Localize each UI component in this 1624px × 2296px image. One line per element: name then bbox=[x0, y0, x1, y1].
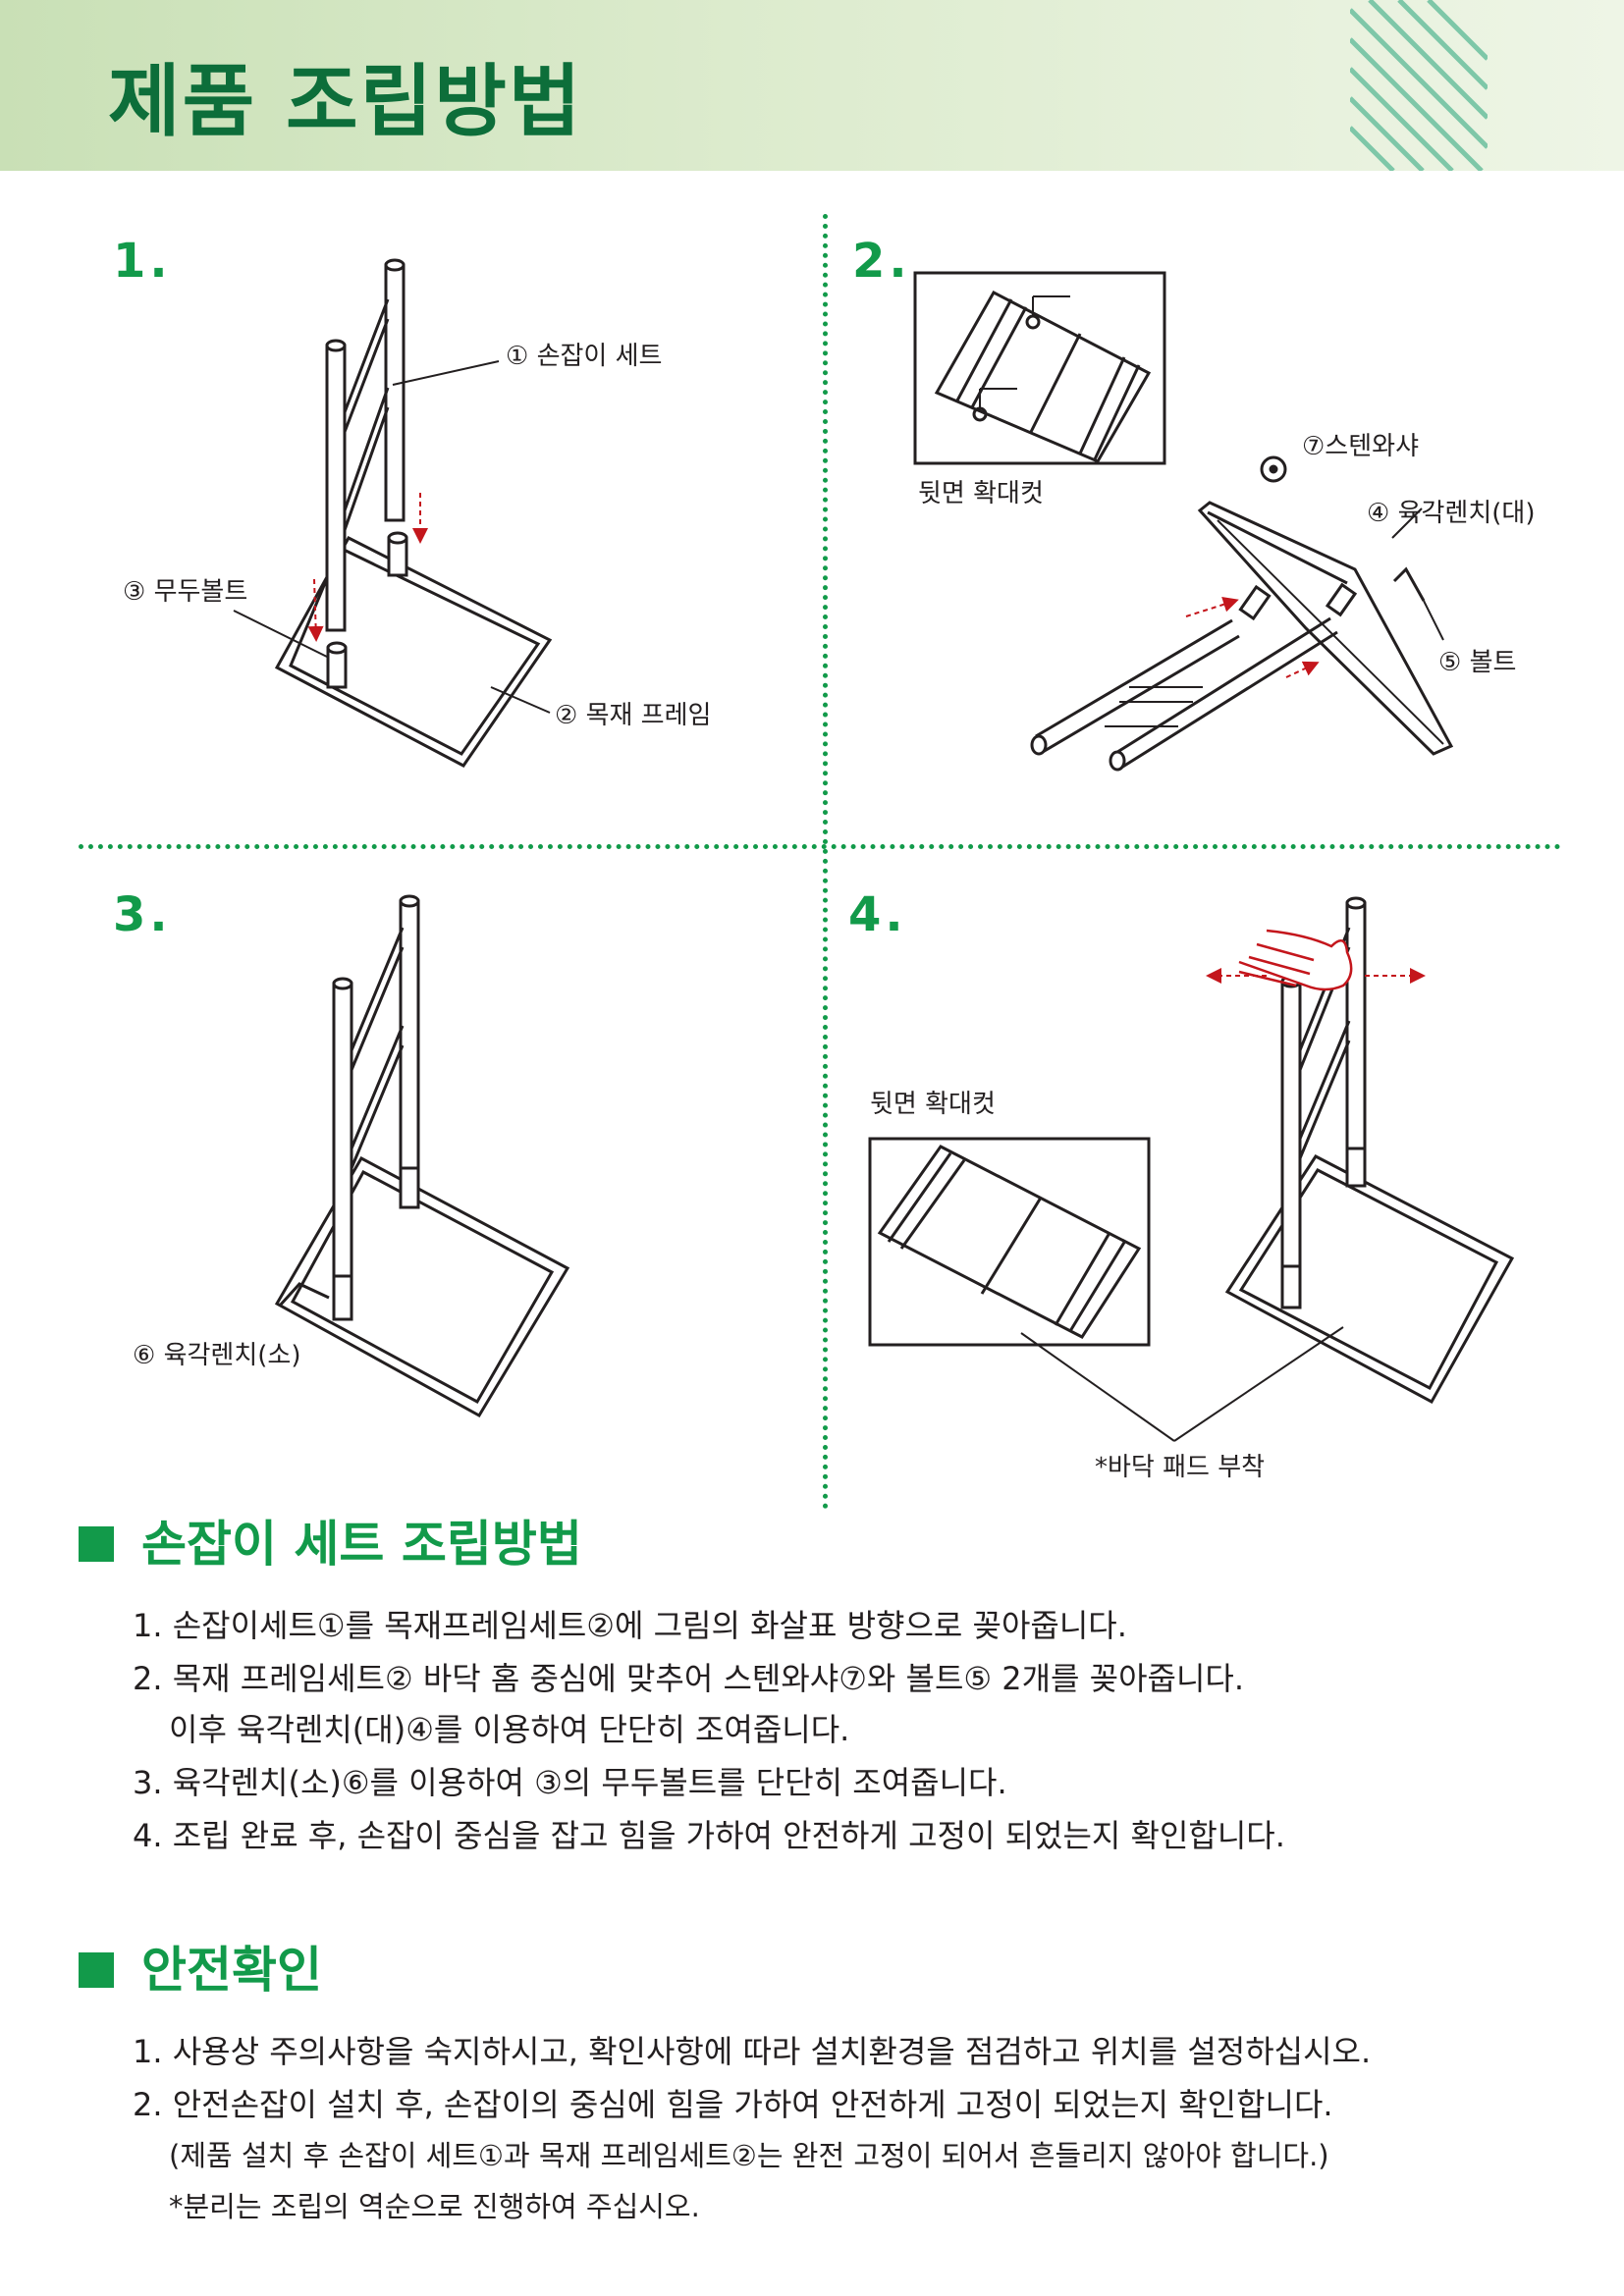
assembly-illustrations bbox=[233, 258, 1515, 1442]
large-wrench-label: ④ 육각렌치(대) bbox=[1367, 499, 1536, 528]
step-4-number: 4. bbox=[848, 887, 907, 942]
headless-bolt-label: ③ 무두볼트 bbox=[123, 577, 248, 607]
assembly-line-3: 이후 육각렌치(대)④를 이용하여 단단히 조여줍니다. bbox=[169, 1711, 850, 1748]
bullet-square-icon bbox=[79, 1952, 114, 1988]
assembly-line-1: 1. 손잡이세트①를 목재프레임세트②에 그림의 화살표 방향으로 꽂아줍니다. bbox=[133, 1607, 1127, 1644]
step-1-illustration bbox=[233, 258, 553, 768]
diagonal-stripes-decoration bbox=[1350, 0, 1488, 171]
hand-icon bbox=[1238, 929, 1353, 991]
safety-heading: 안전확인 bbox=[141, 1942, 322, 1999]
step-2-back-zoom-label: 뒷면 확대컷 bbox=[918, 479, 1044, 508]
safety-line-2: 2. 안전손잡이 설치 후, 손잡이의 중심에 힘을 가하여 안전하게 고정이 … bbox=[133, 2086, 1333, 2123]
step-4-illustration bbox=[868, 896, 1515, 1442]
step-3-illustration bbox=[274, 894, 570, 1418]
wood-frame-label: ② 목재 프레임 bbox=[555, 701, 712, 730]
safety-section-heading: 안전확인 bbox=[79, 1946, 322, 1995]
assembly-section-heading: 손잡이 세트 조립방법 bbox=[79, 1520, 582, 1569]
step-2-number: 2. bbox=[852, 234, 911, 289]
step-4-back-zoom-label: 뒷면 확대컷 bbox=[870, 1090, 996, 1119]
quadrant-divider-vertical bbox=[823, 214, 828, 1510]
safety-line-3: (제품 설치 후 손잡이 세트①과 목재 프레임세트②는 완전 고정이 되어서 … bbox=[169, 2139, 1329, 2172]
washer-label: ⑦스텐와샤 bbox=[1302, 432, 1419, 461]
handle-set-label: ① 손잡이 세트 bbox=[506, 342, 663, 371]
quadrant-divider-horizontal bbox=[79, 844, 1561, 849]
safety-line-1: 1. 사용상 주의사항을 숙지하시고, 확인사항에 따라 설치환경을 점검하고 … bbox=[133, 2033, 1372, 2070]
floor-pad-label: *바닥 패드 부착 bbox=[1095, 1453, 1266, 1482]
bolt-label: ⑤ 볼트 bbox=[1438, 648, 1517, 677]
assembly-line-5: 4. 조립 완료 후, 손잡이 중심을 잡고 힘을 가하여 안전하게 고정이 되… bbox=[133, 1817, 1285, 1854]
assembly-line-4: 3. 육각렌치(소)⑥를 이용하여 ③의 무두볼트를 단단히 조여줍니다. bbox=[133, 1764, 1007, 1801]
safety-line-4: *분리는 조립의 역순으로 진행하여 주십시오. bbox=[169, 2190, 700, 2223]
page-title: 제품 조립방법 bbox=[108, 56, 583, 147]
step-3-number: 3. bbox=[113, 887, 172, 942]
step-2-illustration bbox=[913, 271, 1454, 772]
small-wrench-label: ⑥ 육각렌치(소) bbox=[133, 1341, 301, 1370]
assembly-line-2: 2. 목재 프레임세트② 바닥 홈 중심에 맞추어 스텐와샤⑦와 볼트⑤ 2개를… bbox=[133, 1660, 1245, 1697]
assembly-heading: 손잡이 세트 조립방법 bbox=[141, 1516, 582, 1573]
step-1-number: 1. bbox=[113, 234, 172, 289]
header-banner: 제품 조립방법 bbox=[0, 0, 1624, 171]
bullet-square-icon bbox=[79, 1526, 114, 1562]
